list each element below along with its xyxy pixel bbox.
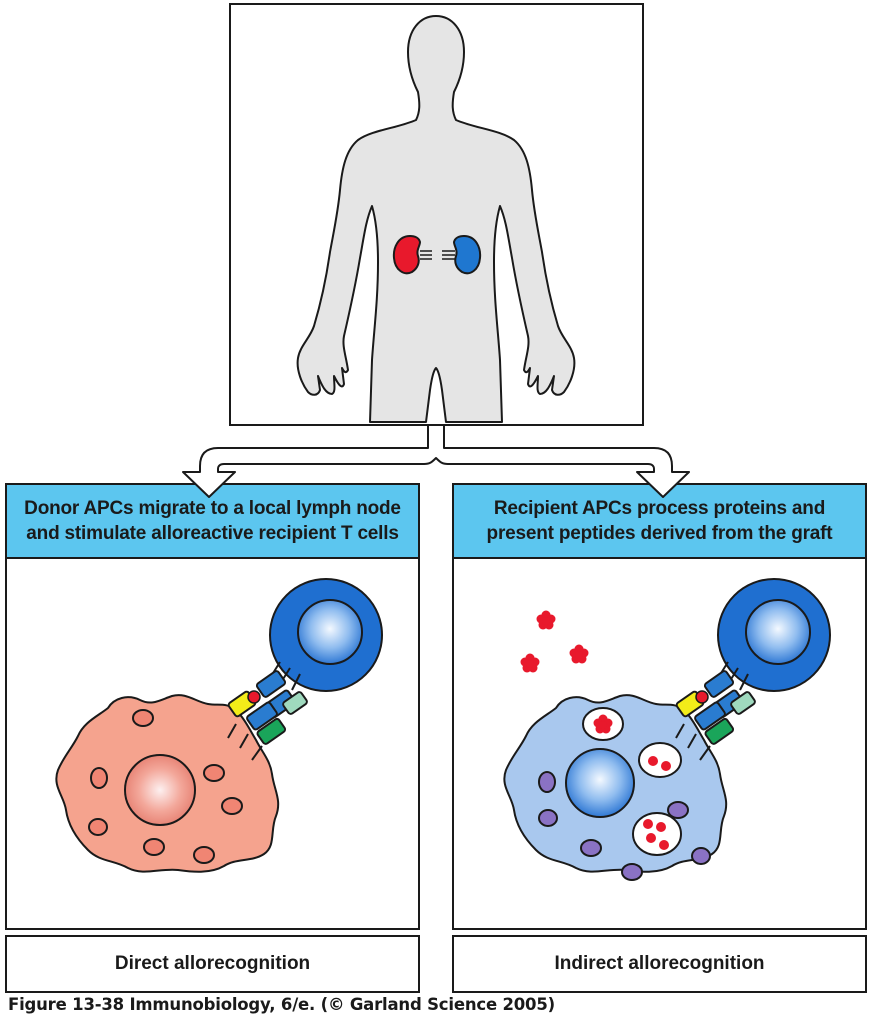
human-silhouette (296, 15, 576, 423)
indirect-header-line-1: Recipient APCs process proteins and (493, 498, 826, 519)
t-cell-left (269, 578, 383, 692)
figure-caption: Figure 13-38 Immunobiology, 6/e. (© Garl… (8, 995, 555, 1014)
tcr-right (703, 670, 735, 698)
recipient-apc-organelles (538, 771, 711, 881)
tcr-left (255, 670, 287, 698)
direct-header-line-2: and stimulate alloreactive recipient T c… (26, 523, 399, 544)
direct-header-line-1: Donor APCs migrate to a local lymph node (24, 498, 401, 519)
graft-proteins (520, 610, 589, 673)
direct-header: Donor APCs migrate to a local lymph node… (5, 483, 420, 559)
donor-apc-nucleus (124, 754, 196, 826)
donor-kidney (392, 234, 432, 275)
cd4-right (730, 691, 756, 715)
branching-arrow (182, 424, 690, 498)
recipient-apc-nucleus (565, 748, 635, 818)
cd4-left (282, 691, 308, 715)
recipient-kidney (442, 234, 482, 275)
indirect-header-line-2: present peptides derived from the graft (486, 523, 833, 544)
endosomes (582, 707, 682, 856)
donor-apc-organelles (88, 709, 243, 864)
direct-caption: Direct allorecognition (5, 935, 420, 993)
t-cell-right (717, 578, 831, 692)
indirect-caption: Indirect allorecognition (452, 935, 867, 993)
